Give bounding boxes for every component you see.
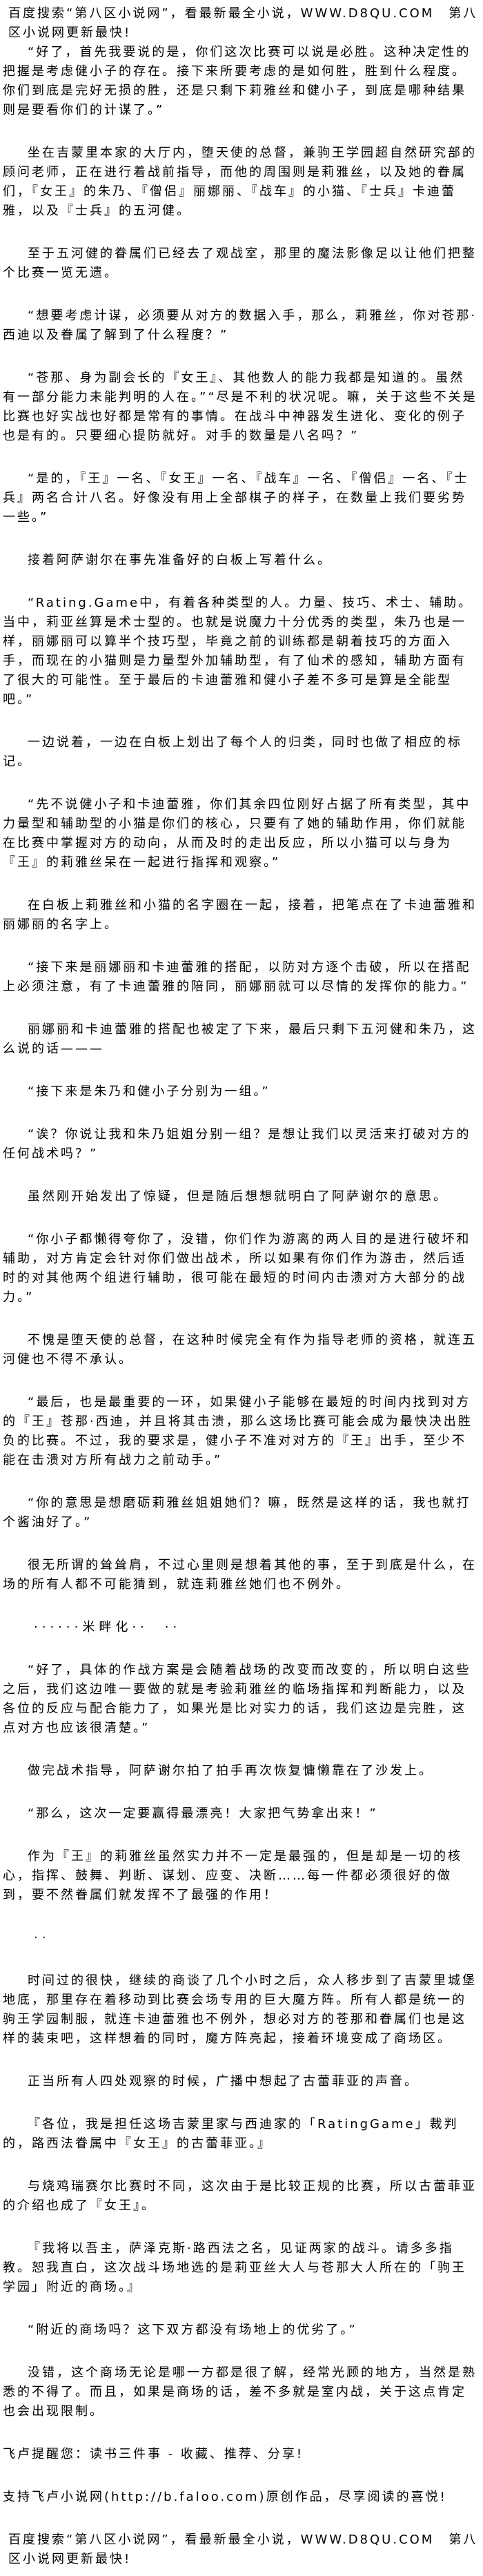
paragraph: “接下来是丽娜丽和卡迪蕾雅的搭配，以防对方逐个击破，所以在搭配上必须注意，有了卡… [3, 960, 471, 994]
paragraph: “是的，『王』一名、『女王』一名、『战车』一名、『僧侣』一名、『士兵』两名合计八… [3, 471, 469, 525]
paragraph: 做完战术指导，阿萨谢尔拍了拍手再次恢复慵懒靠在了沙发上。 [28, 1764, 433, 1778]
paragraph: “先不说健小子和卡迪蕾雅，你们其余四位刚好占据了所有类型，其中力量型和辅助型的小… [3, 797, 471, 870]
paragraph: “你的意思是想磨砺莉雅丝姐姐她们？嘛，既然是这样的话，我也就打个酱油好了。” [3, 1496, 471, 1530]
paragraph: “Rating.Game中，有着各种类型的人。力量、技巧、术士、辅助。当中，莉亚… [3, 596, 473, 707]
scene-break: ·· [34, 1931, 50, 1945]
paragraph: 『各位，我是担任这场吉蒙里家与西迪家的「RatingGame」裁判的，路西法眷属… [3, 2117, 459, 2151]
paragraph: 很无所谓的耸耸肩，不过心里则是想着其他的事，至于到底是什么，在场的所有人都不可能… [3, 1558, 477, 1592]
paragraph: “好了，具体的作战方案是会随着战场的改变而改变的，所以明白这些之后，我们这边唯一… [3, 1663, 471, 1735]
site-banner-bottom: 百度搜索“第八区小说网”，看最新最全小说，WWW.D8QU.COM 第八区小说网… [8, 2533, 478, 2566]
scene-break: ······米畔化·· ·· [34, 1620, 181, 1635]
paragraph: “诶？你说让我和朱乃姐姐分别一组？是想让我们以灵活来打破对方的任何战术吗？” [3, 1127, 471, 1161]
paragraph: 丽娜丽和卡迪蕾雅的搭配也被定了下来，最后只剩下五河健和朱乃，这么说的话——— [3, 1022, 477, 1056]
paragraph: 接着阿萨谢尔在事先准备好的白板上写着什么。 [28, 553, 332, 567]
paragraph: 没错，这个商场无论是哪一方都是很了解，经常光顾的地方，当然是熟悉的不得了。而且，… [3, 2365, 477, 2419]
paragraph: “你小子都懒得夸你了，没错，你们作为游离的两人目的是进行破坏和辅助，对方肯定会针… [3, 1232, 471, 1305]
paragraph: 虽然刚开始发出了惊疑，但是随后想想就明白了阿萨谢尔的意思。 [28, 1189, 448, 1204]
paragraph: 时间过的很快，继续的商谈了几个小时之后，众人移步到了吉蒙里城堡地底，那里存在着移… [3, 1973, 477, 2046]
paragraph: 与烧鸡瑞赛尔比赛时不同，这次由于是比较正规的比赛，所以古蕾菲亚的介绍也成了『女王… [3, 2179, 477, 2213]
paragraph: “最后，也是最重要的一环，如果健小子能够在最短的时间内找到对方的『王』苍那·西迪… [3, 1395, 473, 1467]
paragraph: “附近的商场吗？这下双方都没有场地上的优劣了。” [28, 2323, 357, 2337]
paragraph: 作为『王』的莉雅丝虽然实力并不一定是最强的，但是却是一切的核心，指挥、鼓舞、判断… [3, 1849, 462, 1902]
footer-notes: 飞卢提醒您：读书三件事 - 收藏、推荐、分享! 支持飞卢小说网(http://b.… [3, 2445, 479, 2507]
paragraph: “那么，这次一定要赢得最漂亮！大家把气势拿出来！” [28, 1806, 378, 1821]
paragraph: “苍那、身为副会长的『女王』、其他数人的能力我都是知道的。虽然有一部分能力未能判… [3, 371, 477, 443]
paragraph: 一边说着，一边在白板上划出了每个人的归类，同时也做了相应的标记。 [3, 735, 462, 769]
paragraph: 坐在吉蒙里本家的大厅内，堕天使的总督，兼驹王学园超自然研究部的顾问老师，正在进行… [3, 146, 477, 218]
paragraph: 正当所有人四处观察的时候，广播中想起了古蕾菲亚的声音。 [28, 2074, 419, 2089]
chapter-body: “好了，首先我要说的是，你们这次比赛可以说是必胜。这种决定性的把握是考虑健小子的… [3, 43, 479, 2421]
reading-reminder: 飞卢提醒您：读书三件事 - 收藏、推荐、分享! [3, 2447, 304, 2461]
paragraph: “想要考虑计谋，必须要从对方的数据入手，那么，莉雅丝，你对苍那·西迪以及眷属了解… [3, 309, 477, 342]
site-banner-top: 百度搜索“第八区小说网”，看最新最全小说，WWW.D8QU.COM 第八区小说网… [8, 6, 478, 40]
paragraph: 至于五河健的眷属们已经去了观战室，那里的魔法影像足以让他们把整个比赛一览无遗。 [3, 246, 477, 280]
paragraph: “好了，首先我要说的是，你们这次比赛可以说是必胜。这种决定性的把握是考虑健小子的… [3, 45, 471, 117]
paragraph: 不愧是堕天使的总督，在这种时候完全有作为指导老师的资格，就连五河健也不得不承认。 [3, 1333, 477, 1367]
paragraph: 在白板上莉雅丝和小猫的名字圈在一起，接着，把笔点在了卡迪蕾雅和丽娜丽的名字上。 [3, 898, 477, 932]
support-notice: 支持飞卢小说网(http://b.faloo.com)原创作品，尽享阅读的喜悦! [3, 2490, 447, 2504]
paragraph: “接下来是朱乃和健小子分别为一组。” [28, 1084, 270, 1099]
paragraph: 『我将以吾主，萨泽克斯·路西法之名，见证两家的战斗。请多多指教。恕我直白，这次战… [3, 2241, 466, 2294]
